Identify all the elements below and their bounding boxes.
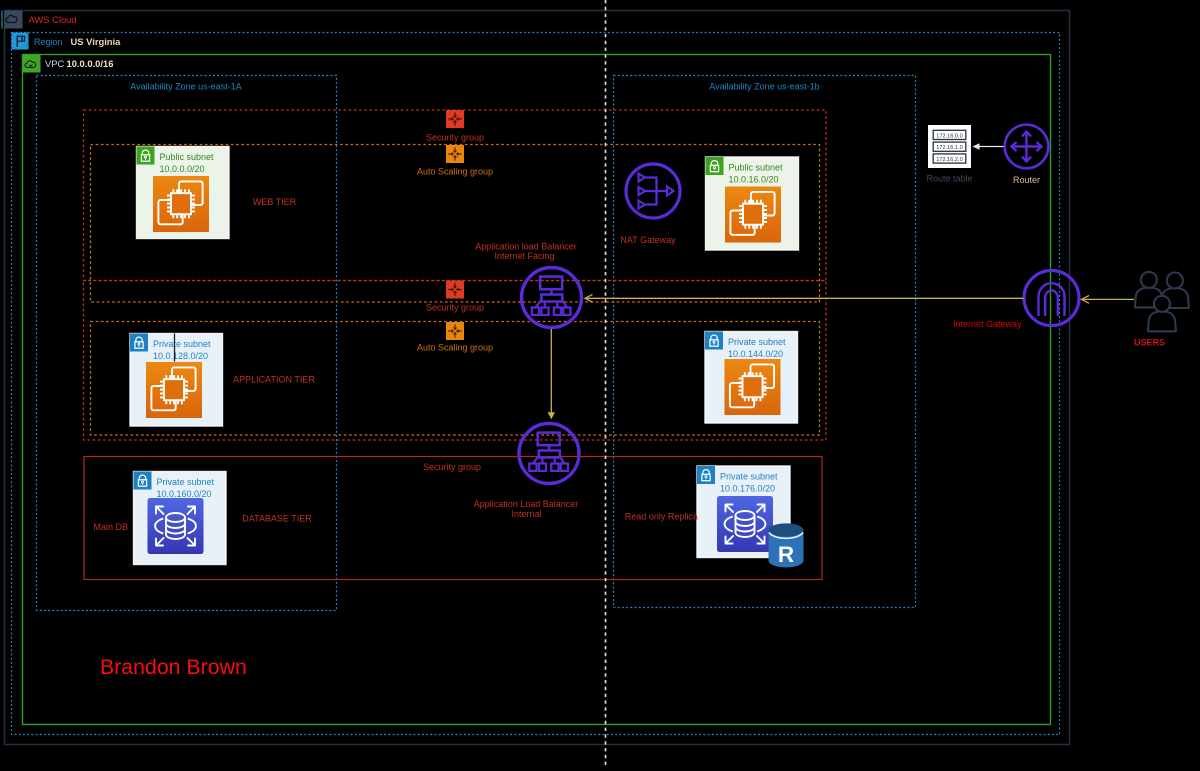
svg-text:10.0.16.0/20: 10.0.16.0/20 xyxy=(729,175,779,185)
svg-text:Router: Router xyxy=(1013,175,1040,185)
svg-text:Private subnet: Private subnet xyxy=(720,472,778,482)
svg-text:DATABASE TIER: DATABASE TIER xyxy=(242,514,312,524)
svg-text:10.0.128.0/20: 10.0.128.0/20 xyxy=(153,351,208,361)
svg-text:Internet Gateway: Internet Gateway xyxy=(953,319,1022,329)
svg-text:10.0.160.0/20: 10.0.160.0/20 xyxy=(157,489,212,499)
svg-text:Auto Scaling group: Auto Scaling group xyxy=(417,167,493,177)
svg-text:10.0.176.0/20: 10.0.176.0/20 xyxy=(720,484,775,494)
svg-text:Region: Region xyxy=(34,37,63,47)
svg-text:NAT Gateway: NAT Gateway xyxy=(620,235,676,245)
svg-text:Application load Balancer: Application load Balancer xyxy=(475,242,577,252)
svg-text:10.0.144.0/20: 10.0.144.0/20 xyxy=(728,349,783,359)
svg-text:Public subnet: Public subnet xyxy=(160,152,215,162)
svg-text:10.0.0.0/20: 10.0.0.0/20 xyxy=(160,164,205,174)
svg-text:Security group: Security group xyxy=(423,462,481,472)
svg-text:Internet Facing: Internet Facing xyxy=(494,251,554,261)
svg-text:Auto Scaling group: Auto Scaling group xyxy=(417,343,493,353)
svg-text:Availability Zone us-east-1A: Availability Zone us-east-1A xyxy=(130,82,241,92)
svg-text:172.16.2.0: 172.16.2.0 xyxy=(936,157,962,163)
svg-text:Private subnet: Private subnet xyxy=(157,477,215,487)
svg-text:R: R xyxy=(778,542,794,567)
svg-text:Internal: Internal xyxy=(511,509,541,519)
svg-text:Read only Replica: Read only Replica xyxy=(625,512,698,522)
svg-text:172.16.0.0: 172.16.0.0 xyxy=(936,133,962,139)
svg-text:Route table: Route table xyxy=(926,174,972,184)
svg-text:Private subnet: Private subnet xyxy=(728,337,786,347)
svg-text:Main DB: Main DB xyxy=(94,522,129,532)
svg-text:Public subnet: Public subnet xyxy=(729,163,784,173)
svg-text:APPLICATION TIER: APPLICATION TIER xyxy=(233,375,315,385)
svg-text:10.0.0.0/16: 10.0.0.0/16 xyxy=(67,58,114,69)
svg-text:WEB TIER: WEB TIER xyxy=(253,197,297,207)
svg-text:Security group: Security group xyxy=(426,303,484,313)
svg-text:Availability Zone us-east-1b: Availability Zone us-east-1b xyxy=(709,82,819,92)
svg-text:Security group: Security group xyxy=(426,133,484,143)
svg-text:172.16.1.0: 172.16.1.0 xyxy=(936,145,962,151)
svg-text:Brandon Brown: Brandon Brown xyxy=(100,655,247,679)
svg-text:Private subnet: Private subnet xyxy=(153,339,211,349)
svg-text:US Virginia: US Virginia xyxy=(71,36,122,47)
svg-text:AWS Cloud: AWS Cloud xyxy=(29,14,77,25)
svg-text:USERS: USERS xyxy=(1134,337,1165,347)
svg-text:VPC: VPC xyxy=(45,58,65,69)
svg-text:Application Load Balancer: Application Load Balancer xyxy=(474,499,579,509)
